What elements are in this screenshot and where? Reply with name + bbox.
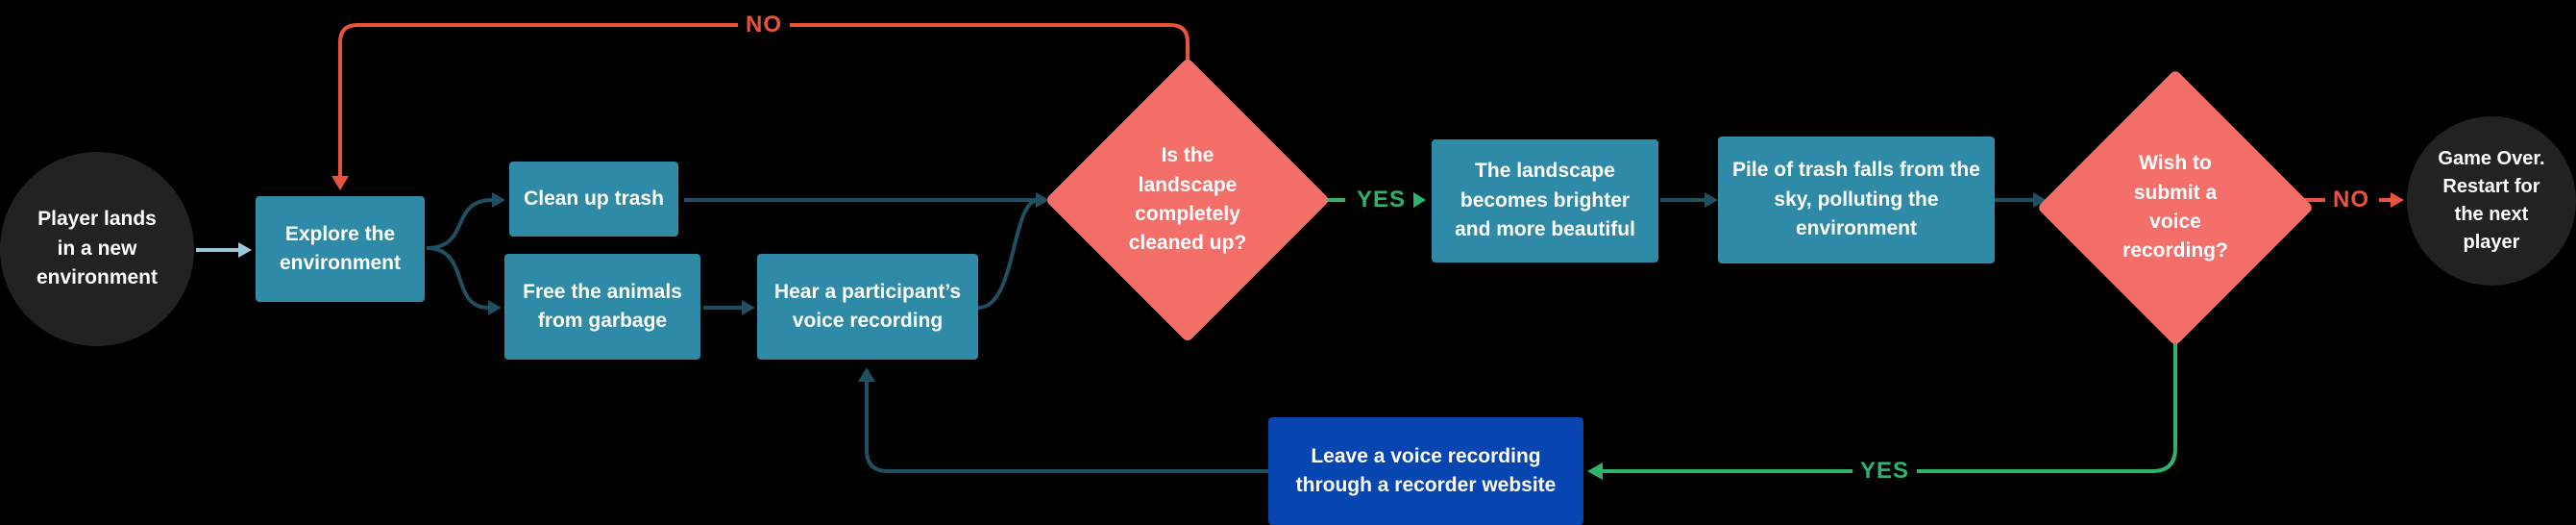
trash-pile-node: Pile of trash falls from the sky, pollut… [1718,137,1995,263]
decision-cleaned-node: Is the landscape completely cleaned up? [1128,144,1247,255]
end-node: Game Over. Restart for the next player [2407,116,2576,286]
no-voice-label: NO [2325,187,2377,213]
arrow-yes-leave [1601,327,2177,473]
arrowhead-no-end [2391,192,2404,208]
decision-voice-node: Wish to submit a voice recording? [2122,152,2228,262]
start-node: Player lands in a new environment [0,152,194,346]
arrowhead-yes-brighter [1411,190,1426,210]
arrow-hear-decision [977,198,1039,310]
explore-node: Explore the environment [256,196,425,302]
arrow-explore-clean [426,198,494,250]
arrowhead-free-hear [742,300,755,315]
free-animals-node: Free the animals from garbage [504,254,700,360]
arrowhead-leave-hear [858,367,875,382]
no-loop-label: NO [738,12,790,38]
arrow-leave-hear [865,381,1268,473]
arrowhead-explore-clean [492,192,505,208]
arrowhead-start-explore [238,242,252,258]
arrowhead-pile-decision [2033,192,2047,208]
hear-recording-node: Hear a participant’s voice recording [757,254,978,360]
arrowhead-brighter-pile [1705,192,1718,208]
yes-cleaned-label: YES [1349,187,1414,213]
clean-trash-node: Clean up trash [509,162,678,237]
arrow-explore-free [426,246,492,310]
leave-recording-node: Leave a voice recording through a record… [1268,417,1583,525]
arrowhead-no-loop [331,176,349,190]
brighter-node: The landscape becomes brighter and more … [1432,139,1658,262]
arrowhead-clean-decision [1036,192,1049,208]
arrowhead-explore-free [488,300,502,315]
yes-voice-label: YES [1852,458,1918,485]
arrowhead-yes-leave [1587,462,1603,480]
arrow-no-loop [338,23,1190,177]
